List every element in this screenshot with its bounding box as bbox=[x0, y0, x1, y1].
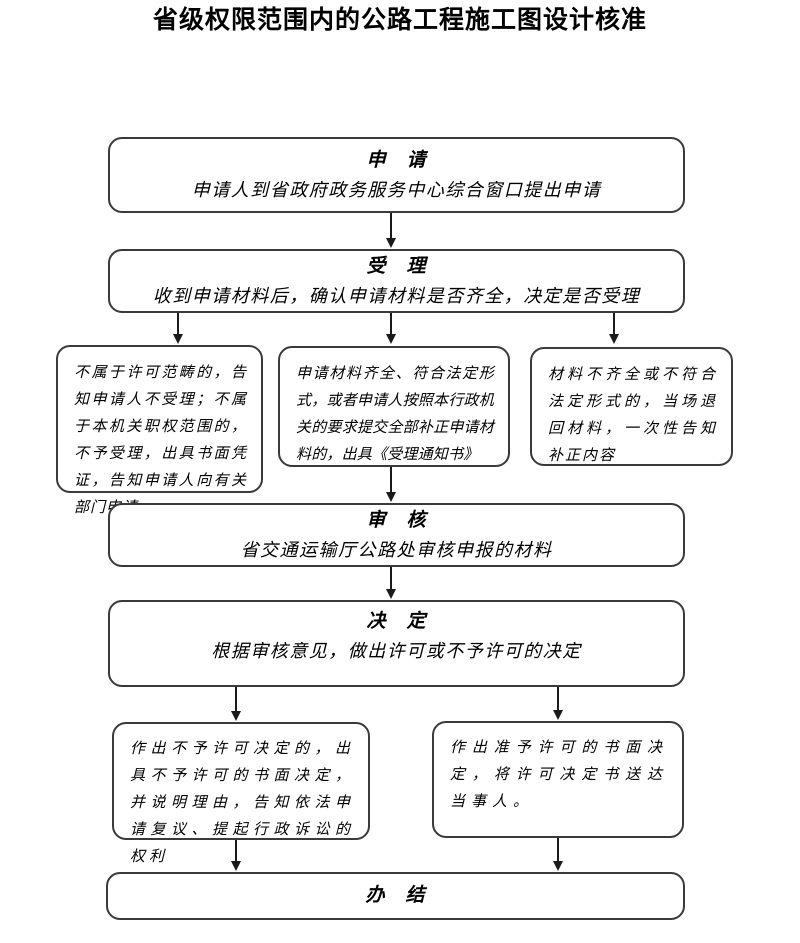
node-accept-body: 收到申请材料后，确认申请材料是否齐全，决定是否受理 bbox=[152, 285, 641, 306]
node-deny-body: 作出不予许可决定的，出具不予许可的书面决定，并说明理由，告知依法申请复议、提起行… bbox=[130, 741, 354, 865]
node-decide-heading: 决 定 bbox=[366, 611, 427, 632]
node-decide-body: 根据审核意见，做出许可或不予许可的决定 bbox=[211, 641, 582, 661]
node-grant: 作出准予许可的书面决定，将许可决定书送达当事人。 bbox=[432, 721, 684, 838]
node-done-heading: 办 结 bbox=[365, 885, 426, 906]
node-branch-return: 材料不齐全或不符合法定形式的，当场退回材料，一次性告知补正内容 bbox=[530, 347, 733, 466]
arrow-decide-to-deny bbox=[231, 687, 241, 721]
node-branch-accept-body: 申请材料齐全、符合法定形式，或者申请人按照本行政机关的要求提交全部补正申请材料的… bbox=[296, 366, 494, 463]
node-branch-return-body: 材料不齐全或不符合法定形式的，当场退回材料，一次性告知补正内容 bbox=[548, 367, 717, 464]
arrow-accept-to-reject-branch bbox=[173, 313, 183, 344]
arrow-branch-to-review bbox=[386, 467, 396, 502]
arrow-accept-to-accept-branch bbox=[386, 313, 396, 344]
node-done: 办 结 bbox=[106, 872, 685, 920]
node-review-body: 省交通运输厅公路处审核申报的材料 bbox=[240, 539, 553, 560]
arrow-grant-to-done bbox=[553, 838, 563, 871]
arrow-decide-to-grant bbox=[553, 687, 563, 720]
node-accept-heading: 受 理 bbox=[366, 255, 427, 277]
node-decide: 决 定 根据审核意见，做出许可或不予许可的决定 bbox=[108, 600, 685, 687]
page-title: 省级权限范围内的公路工程施工图设计核准 bbox=[152, 5, 647, 34]
arrow-apply-to-accept bbox=[386, 213, 396, 248]
arrow-review-to-decide bbox=[386, 567, 396, 599]
node-accept: 受 理 收到申请材料后，确认申请材料是否齐全，决定是否受理 bbox=[108, 249, 685, 313]
node-branch-reject: 不属于许可范畴的，告知申请人不受理；不属于本机关职权范围的，不予受理，出具书面凭… bbox=[56, 345, 263, 516]
arrow-deny-to-done bbox=[231, 840, 241, 871]
node-apply-heading: 申 请 bbox=[366, 149, 427, 171]
node-review: 审 核 省交通运输厅公路处审核申报的材料 bbox=[108, 503, 685, 567]
node-branch-reject-body: 不属于许可范畴的，告知申请人不受理；不属于本机关职权范围的，不予受理，出具书面凭… bbox=[74, 365, 247, 516]
node-deny: 作出不予许可决定的，出具不予许可的书面决定，并说明理由，告知依法申请复议、提起行… bbox=[112, 722, 370, 865]
node-grant-body: 作出准予许可的书面决定，将许可决定书送达当事人。 bbox=[450, 740, 668, 810]
arrow-accept-to-return-branch bbox=[609, 313, 619, 344]
node-review-heading: 审 核 bbox=[366, 509, 427, 531]
node-branch-accept: 申请材料齐全、符合法定形式，或者申请人按照本行政机关的要求提交全部补正申请材料的… bbox=[278, 346, 510, 467]
node-apply-body: 申请人到省政府政务服务中心综合窗口提出申请 bbox=[191, 179, 602, 200]
node-apply: 申 请 申请人到省政府政务服务中心综合窗口提出申请 bbox=[108, 137, 685, 213]
